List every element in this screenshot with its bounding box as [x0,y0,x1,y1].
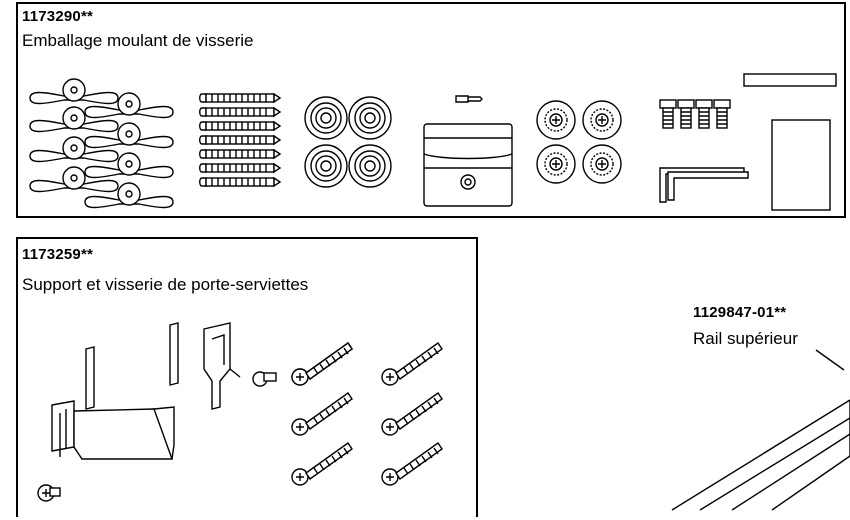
rail-icon [671,349,850,511]
spacer-icon [304,96,392,188]
towel-bar-hardware-panel: 1173259** Support et visserie de porte-s… [16,237,478,517]
bracket-icon [423,95,513,207]
part-description-hardware-pack: Emballage moulant de visserie [22,31,254,50]
clip-icon [29,78,174,209]
part-number-towel-bar-hardware: 1173259** [22,246,94,263]
bracket-icon [37,322,277,502]
part-number-hardware-pack: 1173290** [22,8,94,25]
set-screw-icon [659,99,731,129]
hex-key-icon [659,167,749,203]
part-description-top-rail: Rail supérieur [693,329,798,348]
hardware-pack-panel: 1173290** Emballage moulant de visserie [16,2,846,218]
part-number-top-rail: 1129847-01** [693,304,787,321]
screw-icon [252,371,277,387]
screw-icon [37,484,61,502]
screw-icon [199,92,282,187]
label-icon [743,73,837,211]
roller-icon [536,100,622,184]
part-description-towel-bar-hardware: Support et visserie de porte-serviettes [22,275,309,294]
screw-icon [291,342,443,486]
